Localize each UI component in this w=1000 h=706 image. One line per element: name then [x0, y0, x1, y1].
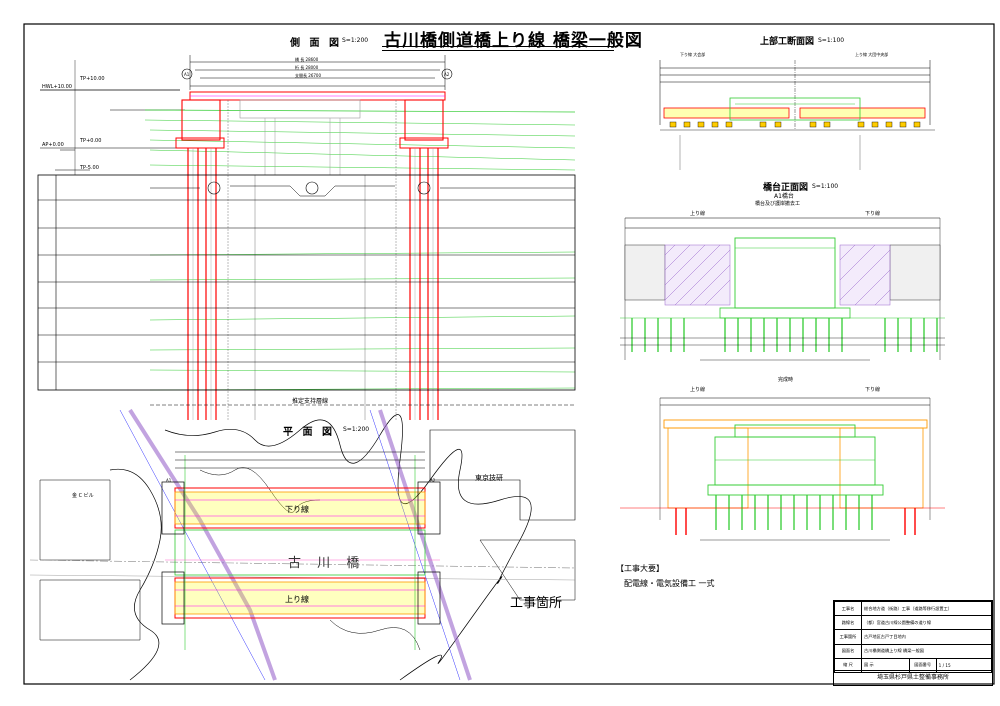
title-block: 工事名 総合地方道（街路）工事（道路等移行設置工） 路線名 （都）宮道古川線公園…: [833, 600, 993, 686]
title-block-key: 図面名: [834, 643, 862, 659]
title-block-key: 工事箇所: [834, 629, 862, 645]
plan-a1-label: A1: [166, 478, 172, 483]
office-name: 埼玉県杉戸県土整備事務所: [834, 670, 992, 685]
superstructure-section: [659, 60, 935, 170]
tp-5-label: TP-5.00: [80, 165, 99, 171]
title-block-row: 路線名 （都）宮道古川線公園整備の道り線: [834, 615, 992, 631]
title-block-value: 古川橋側道橋上り線 橋梁一般図: [861, 643, 992, 659]
section-up-label: 上り線 大団中央部: [855, 52, 889, 57]
title-block-row: 工事名 総合地方道（街路）工事（道路等移行設置工）: [834, 600, 992, 617]
support-layer-label: 推定支持層線: [292, 398, 329, 405]
title-block-value: 総合地方道（街路）工事（道路等移行設置工）: [861, 600, 992, 617]
title-block-key: 路線名: [834, 615, 862, 631]
side-view-scale: S=1:200: [342, 37, 369, 44]
section-down-label: 下り線 大会部: [680, 52, 706, 57]
completed-up-label: 上り線: [690, 387, 706, 393]
completed-view: [620, 397, 945, 541]
tp10-label: TP+10.00: [80, 76, 105, 82]
section-view-title: 上部工断面図: [760, 37, 815, 47]
plan-view-title: 平 面 図: [283, 427, 335, 438]
work-site-label: 工事箇所: [510, 596, 563, 611]
work-summary-heading: 【工事大要】: [616, 564, 664, 573]
bridge-length-label: 橋 長 28600: [295, 57, 319, 62]
building1-label: 東京技研: [475, 474, 503, 482]
abutment-view-sub: A1橋台: [774, 193, 794, 200]
title-block-table: 工事名 総合地方道（街路）工事（道路等移行設置工） 路線名 （都）宮道古川線公園…: [834, 600, 993, 674]
building2-label: 金 C ビル: [72, 493, 94, 499]
work-summary-item: 配電線・電気設備工 一式: [624, 579, 715, 588]
title-block-row: 工事箇所 古戸地区古戸丁目地内: [834, 629, 992, 645]
abutment-down-label: 下り線: [865, 211, 881, 217]
side-view: [37, 55, 576, 420]
span-length-label: 支間長 26700: [295, 73, 321, 78]
title-block-row: 縮 尺 図 示 図面番号 1 / 15: [834, 657, 993, 674]
ap-label: AP+0.00: [42, 142, 64, 148]
abutment-caption: 橋台及び護岸撤去工: [755, 201, 801, 207]
side-view-title: 側 面 図: [290, 38, 342, 49]
abutment-up-label: 上り線: [690, 211, 706, 217]
sheet-border: [23, 23, 995, 685]
title-block-value: （都）宮道古川線公園整備の道り線: [861, 615, 992, 631]
hwl-label: HWL+10.00: [42, 84, 72, 90]
side-a2-label: A2: [444, 72, 450, 77]
plan-up-line-label: 上り線: [285, 595, 309, 604]
completed-down-label: 下り線: [865, 387, 881, 393]
abutment-view-title: 橋台正面図: [763, 183, 809, 193]
title-block-value: 古戸地区古戸丁目地内: [861, 629, 992, 645]
girder-length-label: 桁 長 28000: [295, 65, 319, 70]
abutment-view-scale: S=1:100: [812, 183, 839, 190]
plan-a2-label: A2: [430, 478, 436, 483]
side-a1-label: A1: [184, 72, 190, 77]
plan-down-line-label: 下り線: [285, 505, 309, 514]
plan-view: [29, 408, 576, 681]
completed-title: 完成時: [778, 377, 794, 383]
abutment-front-view: [620, 217, 945, 361]
title-block-key: 縮 尺: [834, 657, 862, 674]
section-view-scale: S=1:100: [818, 37, 845, 44]
plan-view-scale: S=1:200: [343, 426, 370, 433]
title-block-value: 1 / 15: [935, 657, 993, 674]
tp0-label: TP+0.00: [80, 138, 102, 144]
river-name-label: 古 川 橋: [288, 556, 366, 571]
title-block-key: 工事名: [834, 600, 862, 617]
title-block-row: 図面名 古川橋側道橋上り線 橋梁一般図: [834, 643, 992, 659]
title-underline: [382, 46, 614, 51]
